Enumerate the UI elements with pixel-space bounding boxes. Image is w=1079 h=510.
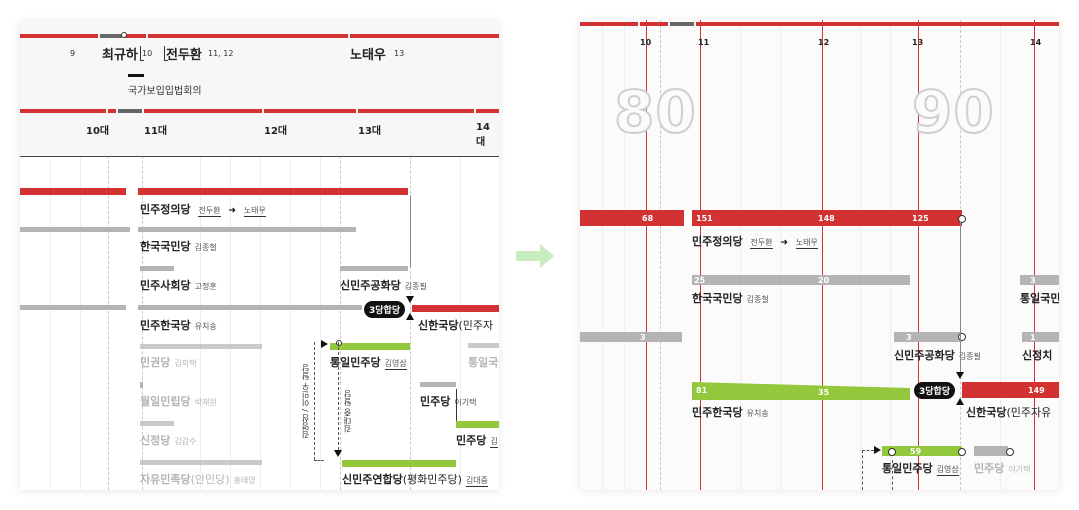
seat-68: 68: [642, 214, 654, 223]
seat-25: 25: [694, 276, 706, 285]
assembly-13: 13대: [358, 126, 382, 137]
seat-148: 148: [818, 214, 835, 223]
seat-3-left: 3: [640, 333, 646, 342]
party-shinhan: 신한국당(민주자: [418, 319, 494, 332]
merge-arrow-icon-r: [956, 372, 964, 379]
merge-badge-r: 3당합당: [914, 382, 956, 399]
term-11: 11: [698, 38, 710, 47]
left-timeline-panel: 9 최규하 10 전두환 11, 12 노태우 13 국가보입입법회의 10대 …: [20, 20, 499, 490]
split-note-1: 김영삼 / 이민우 탈당: [301, 364, 310, 439]
seat-3-b: 3: [906, 333, 912, 342]
term-roh: 13: [394, 49, 405, 58]
assembly-11: 11대: [144, 126, 168, 137]
merge-arrow-up-icon-r: [956, 398, 964, 405]
party-minjung: 민주정의당 전두환 ➜ 노태우: [140, 203, 266, 217]
arrow-right-icon: [540, 244, 554, 268]
seat-151: 151: [696, 214, 713, 223]
join-arrow-icon: [321, 340, 328, 348]
legislative-council-label: 국가보입입법회의: [128, 86, 202, 97]
party-tongilguk: 통일국: [468, 356, 499, 369]
timeline-dot: [121, 32, 127, 38]
party-shinjeongchi-r: 신정치: [1022, 349, 1053, 362]
split-note-2: 김대중 탈당: [343, 390, 352, 433]
assembly-12: 12대: [264, 126, 288, 137]
term-10: 10: [640, 38, 652, 47]
seat-20: 20: [818, 276, 830, 285]
seat-35: 35: [818, 388, 830, 397]
party-shinhan-r: 신한국당(민주자유: [966, 406, 1052, 419]
seat-81: 81: [696, 386, 708, 395]
term-14: 14: [1030, 38, 1042, 47]
assembly-10: 10대: [86, 126, 110, 137]
seat-59: 59: [910, 447, 922, 456]
assembly-14: 14대: [476, 122, 490, 148]
president-choe: 최규하: [102, 48, 138, 63]
party-jayu: 자유민족당(안민당)홍태영: [140, 473, 256, 486]
merge-badge: 3당합당: [364, 301, 406, 318]
term-choe: 10: [142, 49, 153, 58]
join-arrow-icon-r: [874, 446, 881, 454]
decade-90: 90: [911, 77, 995, 147]
party-shinminyeon: 신민주연합당(평화민주당)김대중: [342, 473, 489, 487]
right-timeline-panel: 10 11 12 13 14 80 90 68 151 148 125 민주정의…: [580, 20, 1059, 490]
transition-arrow-stem: [516, 251, 540, 261]
term-12: 12: [818, 38, 830, 47]
merge-arrow-up-icon: [406, 313, 414, 320]
decade-80: 80: [613, 77, 697, 147]
split-arrow-icon: [334, 450, 342, 457]
seat-149: 149: [1028, 386, 1045, 395]
seat-1: 1: [1030, 333, 1036, 342]
term-chun: 11, 12: [208, 49, 234, 58]
president-chun: 전두환: [166, 48, 202, 63]
term-13: 13: [912, 38, 924, 47]
party-tongilkukmin-r: 통일국민: [1020, 292, 1059, 305]
minhan-wedge: [692, 382, 910, 400]
president-roh: 노태우: [350, 48, 386, 63]
party-minjung-r: 민주정의당 전두환 ➜ 노태우: [692, 235, 818, 249]
prior-term: 9: [70, 49, 76, 58]
merge-arrow-icon: [406, 296, 414, 303]
seat-125: 125: [912, 214, 929, 223]
seat-3-a: 3: [1030, 276, 1036, 285]
